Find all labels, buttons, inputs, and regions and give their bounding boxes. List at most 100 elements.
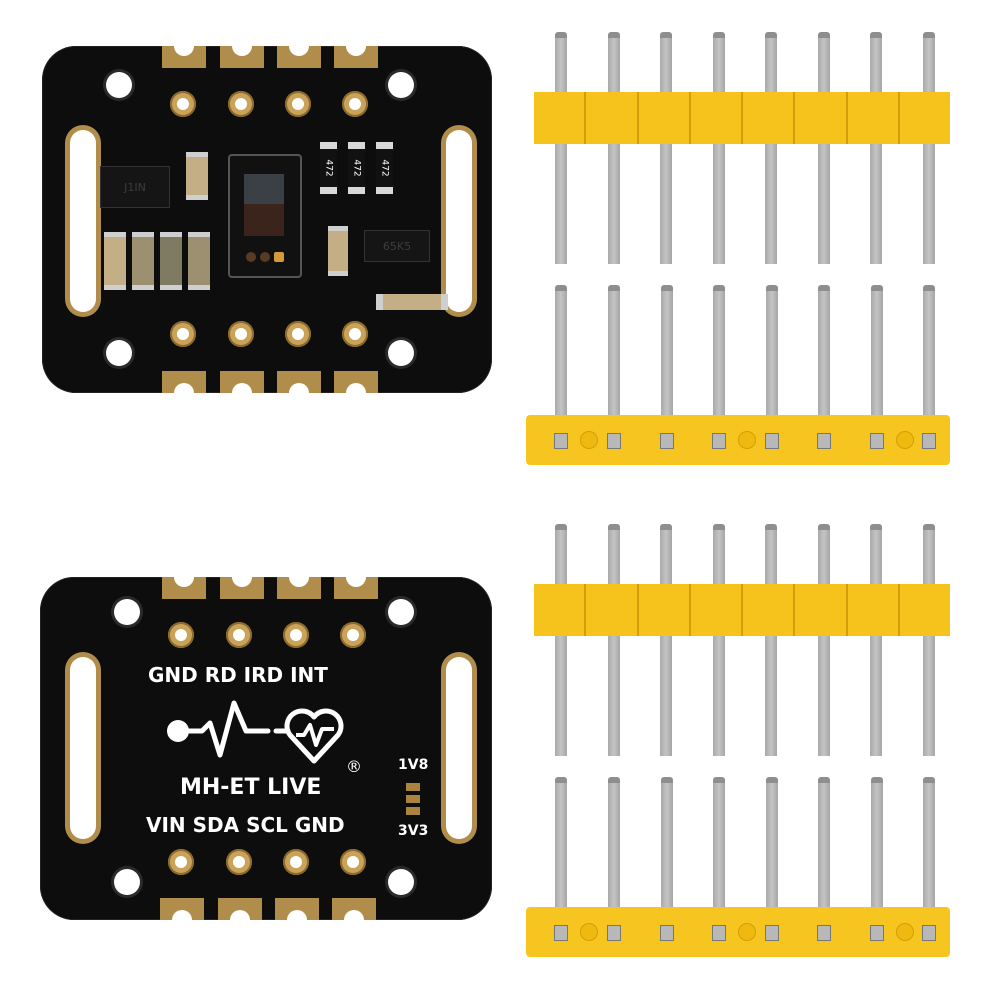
silkscreen-bottom-pin-labels: VIN SDA SCL GND <box>146 813 345 837</box>
voltage-jumper-pad <box>406 795 420 803</box>
header-housing <box>534 584 950 636</box>
capacitor <box>186 152 208 200</box>
capacitor <box>188 232 210 290</box>
through-hole-pad <box>226 849 252 875</box>
pin-end <box>607 433 621 449</box>
mounting-hole <box>114 599 140 625</box>
heart-pulse-logo-icon <box>167 700 344 764</box>
sensor-photodiode-window <box>244 174 284 204</box>
castellated-pad <box>277 371 321 403</box>
voltage-jumper-pad <box>406 783 420 791</box>
castellated-pad <box>332 898 376 930</box>
strap-slot <box>70 130 96 312</box>
through-hole-pad <box>228 91 254 117</box>
housing-hole <box>896 923 914 941</box>
housing-hole <box>580 431 598 449</box>
pin-end <box>765 925 779 941</box>
header-pin <box>766 777 778 911</box>
pin-end <box>765 433 779 449</box>
capacitor <box>132 232 154 290</box>
header-pin <box>555 524 567 756</box>
header-pin <box>555 32 567 264</box>
pin-header-straight <box>530 30 950 270</box>
capacitor <box>104 232 126 290</box>
capacitor <box>160 232 182 290</box>
through-hole-pad <box>340 622 366 648</box>
pin-end <box>870 925 884 941</box>
brand-name: MH-ET LIVE <box>180 775 322 800</box>
resistor: 472 <box>348 142 365 194</box>
castellated-pad <box>162 371 206 403</box>
through-hole-pad <box>285 91 311 117</box>
sensor-board-front: J1IN 472 472 472 65K5 <box>42 36 492 403</box>
header-pin <box>765 524 777 756</box>
sensor-leds <box>246 252 284 264</box>
castellated-pad <box>162 36 206 68</box>
housing-hole <box>738 923 756 941</box>
header-pin <box>870 32 882 264</box>
registered-mark: ® <box>346 757 362 776</box>
through-hole-pad <box>285 321 311 347</box>
castellated-pad <box>220 371 264 403</box>
sensor-die <box>244 204 284 236</box>
resistor: 472 <box>320 142 337 194</box>
through-hole-pad <box>226 622 252 648</box>
header-pin <box>661 777 673 911</box>
housing-hole <box>896 431 914 449</box>
header-pin <box>555 285 567 419</box>
pin-header-right-angle <box>526 777 950 962</box>
header-pin <box>870 524 882 756</box>
pin-end <box>607 925 621 941</box>
mounting-hole <box>114 869 140 895</box>
castellated-pad <box>334 36 378 68</box>
header-pin <box>713 524 725 756</box>
header-pin <box>818 32 830 264</box>
header-pin <box>923 32 935 264</box>
through-hole-pad <box>283 849 309 875</box>
header-pin <box>713 777 725 911</box>
header-pin <box>818 777 830 911</box>
header-pin <box>923 524 935 756</box>
chip-marking: 65K5 <box>382 239 412 253</box>
capacitor <box>376 294 448 310</box>
header-pin <box>660 32 672 264</box>
header-pin <box>713 285 725 419</box>
castellated-pad <box>334 567 378 599</box>
optical-sensor-chip <box>228 154 302 278</box>
mounting-hole <box>388 340 414 366</box>
mounting-hole <box>106 72 132 98</box>
header-pin <box>923 285 935 419</box>
pin-end <box>554 925 568 941</box>
regulator-chip-left: J1IN <box>100 166 170 208</box>
castellated-pad <box>275 898 319 930</box>
header-pin <box>871 285 883 419</box>
header-pin <box>713 32 725 264</box>
regulator-chip-right: 65K5 <box>364 230 430 262</box>
castellated-pad <box>334 371 378 403</box>
through-hole-pad <box>283 622 309 648</box>
castellated-pad <box>220 36 264 68</box>
jumper-label-3v3: 3V3 <box>398 823 429 839</box>
castellated-pad <box>218 898 262 930</box>
chip-marking: J1IN <box>124 180 146 194</box>
voltage-jumper-pad <box>406 807 420 815</box>
strap-slot <box>446 657 472 839</box>
through-hole-pad <box>228 321 254 347</box>
sensor-board-back: GND RD IRD INT MH-ET LIVE ® VIN SDA SCL … <box>40 567 492 930</box>
through-hole-pad <box>170 91 196 117</box>
strap-slot <box>446 130 472 312</box>
header-pin <box>608 524 620 756</box>
pin-header-straight <box>530 522 950 762</box>
through-hole-pad <box>340 849 366 875</box>
pin-end <box>712 433 726 449</box>
pin-end <box>922 925 936 941</box>
castellated-pad <box>220 567 264 599</box>
housing-hole <box>738 431 756 449</box>
header-pin <box>765 32 777 264</box>
header-pin <box>871 777 883 911</box>
castellated-pad <box>277 36 321 68</box>
pin-end <box>660 925 674 941</box>
pin-end <box>817 433 831 449</box>
mounting-hole <box>388 869 414 895</box>
header-pin <box>661 285 673 419</box>
